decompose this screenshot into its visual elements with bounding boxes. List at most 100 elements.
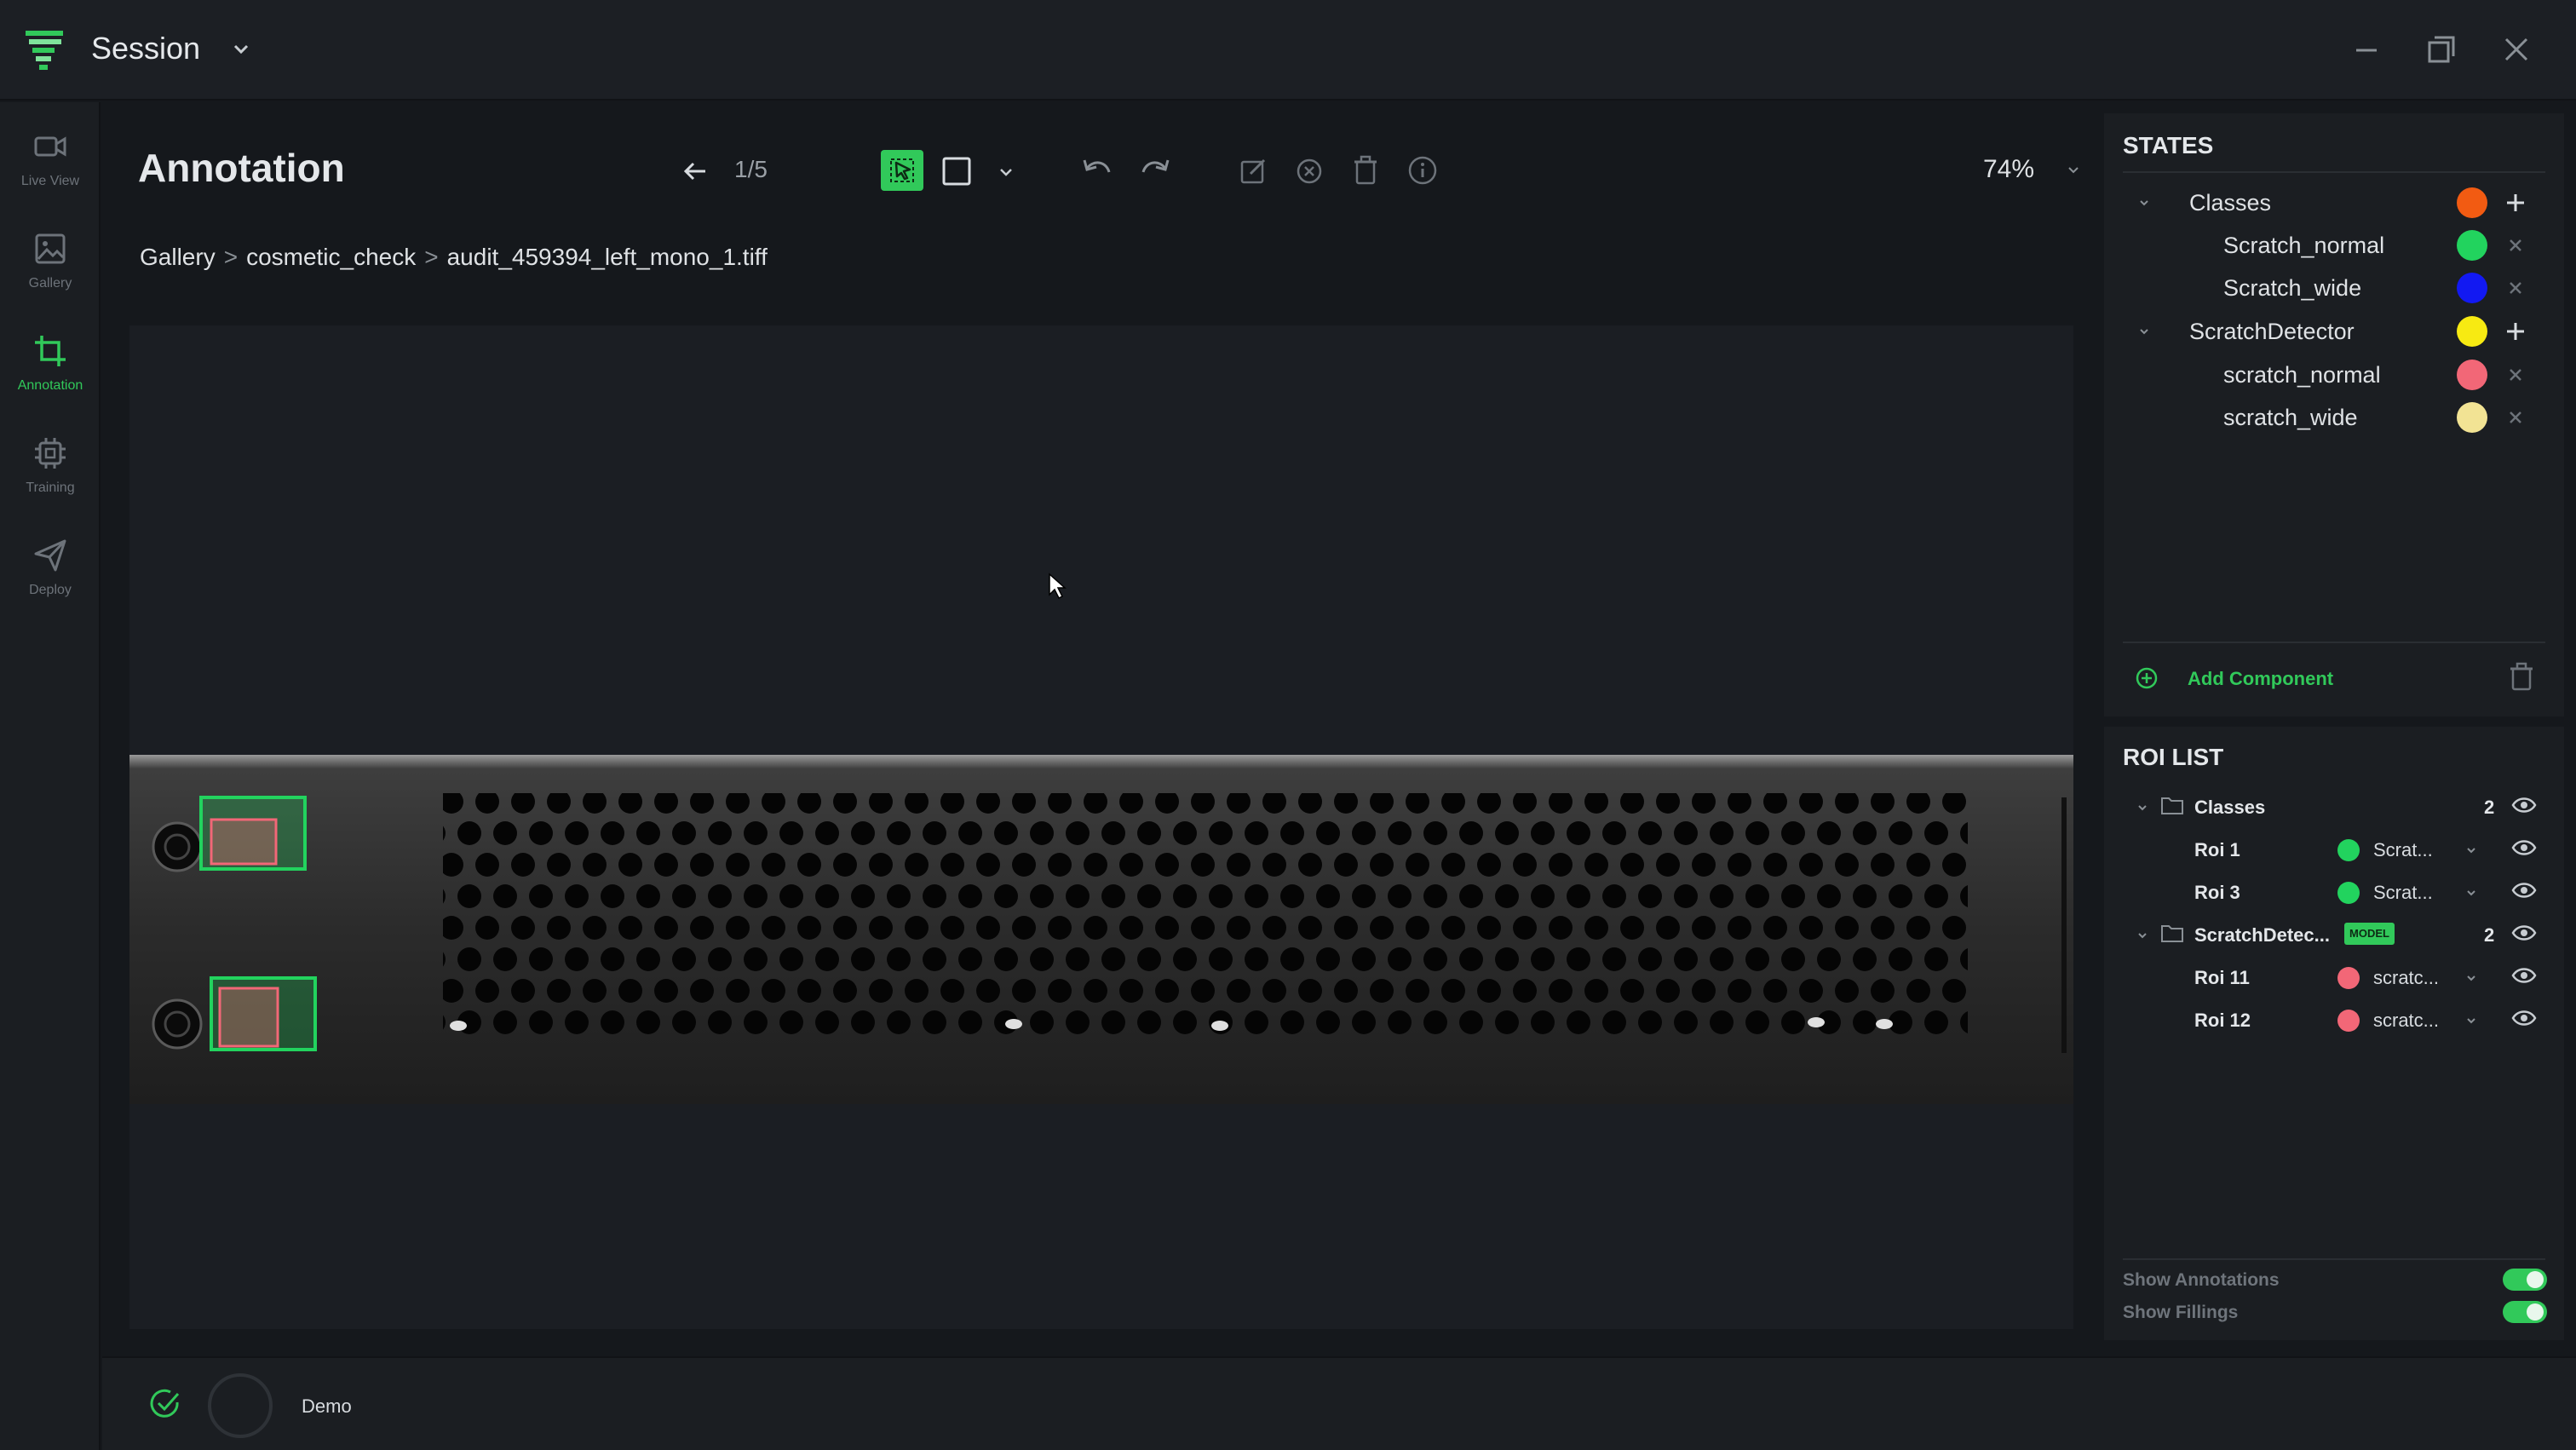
clear-icon[interactable]	[1295, 157, 1324, 186]
right-panel: STATES Classes Scratch_normal Scratch_wi…	[2104, 113, 2564, 1340]
roi-item[interactable]: Roi 1 Scrat...	[2104, 829, 2564, 870]
state-color-swatch[interactable]	[2457, 316, 2487, 347]
check-circle-icon	[150, 1389, 180, 1418]
eye-icon[interactable]	[2511, 837, 2537, 858]
add-component-label: Add Component	[2188, 668, 2334, 689]
show-fillings-toggle[interactable]	[2503, 1301, 2547, 1323]
caret-down-icon[interactable]	[2138, 325, 2150, 337]
state-color-swatch[interactable]	[2457, 187, 2487, 218]
eye-icon[interactable]	[2511, 965, 2537, 986]
roi-group-classes[interactable]: Classes 2	[2104, 786, 2564, 827]
roi-item[interactable]: Roi 11 scratc...	[2104, 957, 2564, 998]
state-item[interactable]: scratch_normal	[2104, 354, 2564, 396]
chevron-down-icon[interactable]	[2465, 1015, 2477, 1027]
show-annotations-label: Show Annotations	[2123, 1270, 2280, 1290]
roi-list-title: ROI LIST	[2123, 744, 2224, 770]
state-color-swatch[interactable]	[2457, 402, 2487, 433]
close-icon[interactable]	[2504, 364, 2527, 386]
breadcrumb-gallery[interactable]: Gallery	[140, 244, 216, 270]
close-window-icon[interactable]	[2499, 32, 2533, 66]
state-item-label: Scratch_normal	[2223, 233, 2385, 258]
image-icon	[35, 233, 66, 264]
roi-group-label: Classes	[2194, 797, 2266, 818]
breadcrumb-file: audit_459394_left_mono_1.tiff	[446, 244, 768, 270]
restore-window-icon[interactable]	[2424, 32, 2458, 66]
roi-item[interactable]: Roi 12 scratc...	[2104, 999, 2564, 1040]
rectangle-tool-icon[interactable]	[940, 155, 973, 187]
plus-icon[interactable]	[2504, 192, 2527, 214]
state-group-label: Classes	[2189, 190, 2272, 216]
chevron-down-icon[interactable]	[2465, 887, 2477, 899]
progress-ring	[208, 1373, 273, 1438]
trash-icon[interactable]	[1351, 155, 1380, 186]
status-text: Demo	[302, 1395, 352, 1417]
select-tool-button[interactable]	[881, 150, 923, 191]
nav-deploy[interactable]: Deploy	[0, 523, 101, 617]
state-group-classes[interactable]: Classes	[2104, 181, 2564, 224]
divider	[2123, 171, 2545, 173]
chevron-down-icon[interactable]	[2067, 164, 2080, 177]
caret-down-icon[interactable]	[2136, 929, 2148, 941]
title-bar: Session	[0, 0, 2576, 101]
eye-icon[interactable]	[2511, 880, 2537, 900]
roi-class-select[interactable]: Scrat...	[2373, 839, 2433, 860]
state-color-swatch[interactable]	[2457, 230, 2487, 261]
redo-icon[interactable]	[1138, 155, 1172, 187]
state-color-swatch[interactable]	[2457, 360, 2487, 390]
state-item-label: scratch_normal	[2223, 362, 2381, 388]
divider	[2123, 642, 2545, 643]
nav-label: Live View	[20, 174, 80, 188]
state-item[interactable]: Scratch_wide	[2104, 267, 2564, 309]
image-canvas[interactable]	[129, 325, 2073, 1329]
close-icon[interactable]	[2504, 277, 2527, 299]
state-item[interactable]: Scratch_normal	[2104, 224, 2564, 267]
roi-item[interactable]: Roi 3 Scrat...	[2104, 872, 2564, 912]
caret-down-icon[interactable]	[2138, 197, 2150, 209]
show-annotations-toggle[interactable]	[2503, 1269, 2547, 1291]
state-item-label: scratch_wide	[2223, 405, 2358, 430]
cursor-select-icon	[890, 158, 914, 182]
chevron-down-icon[interactable]	[998, 164, 1014, 180]
chip-icon	[35, 438, 66, 469]
chevron-down-icon[interactable]	[2465, 972, 2477, 984]
state-color-swatch[interactable]	[2457, 273, 2487, 303]
caret-down-icon[interactable]	[2136, 802, 2148, 814]
chevron-down-icon[interactable]	[232, 39, 250, 58]
toggle-knob	[2527, 1303, 2544, 1321]
trash-icon[interactable]	[2508, 662, 2535, 691]
roi-group-scratchdetector[interactable]: ScratchDetec... MODEL 2	[2104, 914, 2564, 955]
app-logo-icon	[26, 31, 63, 70]
nav-gallery[interactable]: Gallery	[0, 216, 101, 310]
roi-class-select[interactable]: Scrat...	[2373, 882, 2433, 903]
eye-icon[interactable]	[2511, 795, 2537, 815]
state-item[interactable]: scratch_wide	[2104, 396, 2564, 439]
crop-icon	[35, 336, 66, 366]
session-title[interactable]: Session	[91, 31, 201, 66]
roi-class-select[interactable]: scratc...	[2373, 967, 2440, 988]
info-icon[interactable]	[1407, 155, 1438, 186]
undo-icon[interactable]	[1080, 155, 1114, 187]
breadcrumb-folder[interactable]: cosmetic_check	[246, 244, 417, 270]
show-fillings-label: Show Fillings	[2123, 1303, 2239, 1322]
nav-training[interactable]: Training	[0, 421, 101, 515]
roi-name: Roi 1	[2194, 839, 2240, 860]
close-icon[interactable]	[2504, 406, 2527, 429]
plus-icon[interactable]	[2504, 320, 2527, 342]
arrow-left-icon[interactable]	[681, 157, 710, 186]
state-group-scratchdetector[interactable]: ScratchDetector	[2104, 310, 2564, 353]
folder-icon	[2161, 925, 2183, 942]
eye-icon[interactable]	[2511, 923, 2537, 943]
zoom-level[interactable]: 74%	[1983, 155, 2035, 183]
close-icon[interactable]	[2504, 234, 2527, 256]
states-panel: STATES Classes Scratch_normal Scratch_wi…	[2104, 113, 2564, 716]
roi-class-select[interactable]: scratc...	[2373, 1010, 2440, 1031]
minimize-icon[interactable]	[2349, 32, 2383, 66]
roi-count: 2	[2484, 797, 2495, 818]
nav-live-view[interactable]: Live View	[0, 114, 101, 208]
roi-group-label: ScratchDetec...	[2194, 924, 2330, 946]
mouse-cursor-icon	[1049, 573, 1067, 600]
edit-icon[interactable]	[1239, 157, 1268, 186]
eye-icon[interactable]	[2511, 1008, 2537, 1028]
nav-annotation[interactable]: Annotation	[0, 319, 101, 412]
chevron-down-icon[interactable]	[2465, 844, 2477, 856]
